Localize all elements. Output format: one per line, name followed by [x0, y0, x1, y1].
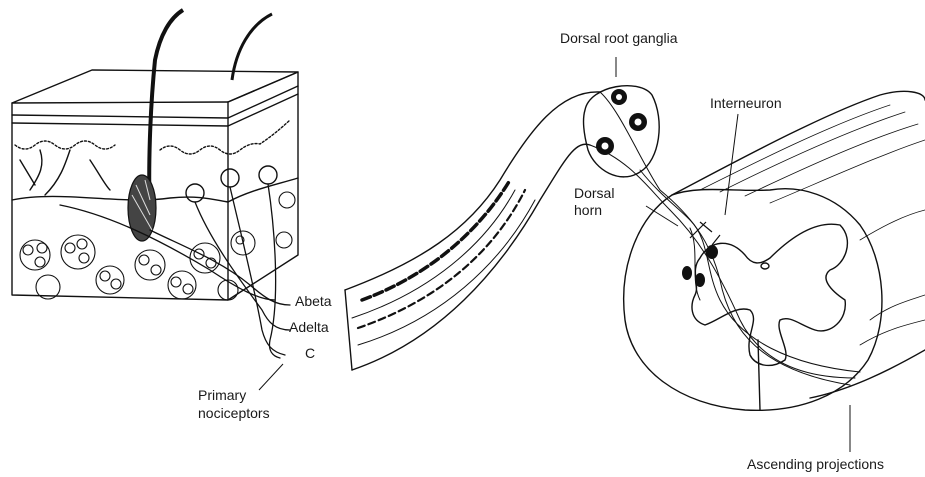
dorsal-horn-neurons	[682, 222, 720, 287]
label-dorsal-root-ganglia: Dorsal root ganglia	[560, 30, 678, 46]
label-nociceptors: nociceptors	[198, 405, 270, 421]
label-c: C	[305, 345, 315, 361]
label-dorsal: Dorsal	[574, 185, 614, 201]
spinal-cord	[624, 91, 925, 410]
label-primary: Primary	[198, 387, 246, 403]
label-abeta: Abeta	[295, 293, 332, 309]
interneuron-leader-line	[725, 114, 738, 215]
label-adelta: Adelta	[289, 319, 329, 335]
peripheral-nerve	[345, 92, 600, 370]
nociceptors-leader-line	[259, 364, 283, 390]
label-interneuron: Interneuron	[710, 95, 782, 111]
skin-block	[12, 70, 298, 300]
primary-afferent-fibers	[60, 184, 290, 358]
dorsal-horn-leader-line	[646, 206, 678, 226]
label-horn: horn	[574, 202, 602, 218]
label-ascending-projections: Ascending projections	[747, 456, 884, 472]
